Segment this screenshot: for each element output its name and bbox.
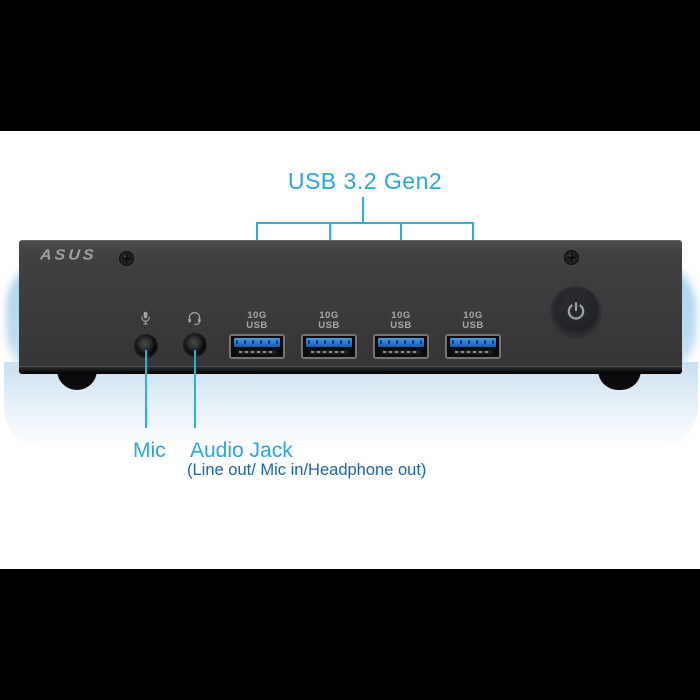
headset-icon [188,312,201,325]
callout-line-mic [145,350,147,428]
callout-line-audio-jack [194,350,196,428]
background-glow-bottom [4,362,698,450]
callout-stem-line [362,197,364,223]
audio-jack-label: Audio Jack [190,439,293,462]
mic-jack [135,335,157,357]
top-letterbox-band [0,0,700,131]
mic-icon [141,311,150,325]
audio-jack-sublabel: (Line out/ Mic in/Headphone out) [187,461,427,479]
bottom-letterbox-band [0,569,700,700]
mic-label: Mic [133,439,166,462]
power-icon [567,302,585,320]
callout-horizontal-line [256,222,474,224]
usb-port [445,334,501,359]
chassis-bottom-lip [19,366,682,374]
power-button [553,288,599,334]
usb-port [229,334,285,359]
screw-icon [119,251,134,266]
asus-logo: ASUS [39,247,98,264]
audio-jack [184,334,206,356]
usb-port [373,334,429,359]
usb-callout-title: USB 3.2 Gen2 [287,168,443,194]
screw-icon [564,250,579,265]
usb-port [301,334,357,359]
